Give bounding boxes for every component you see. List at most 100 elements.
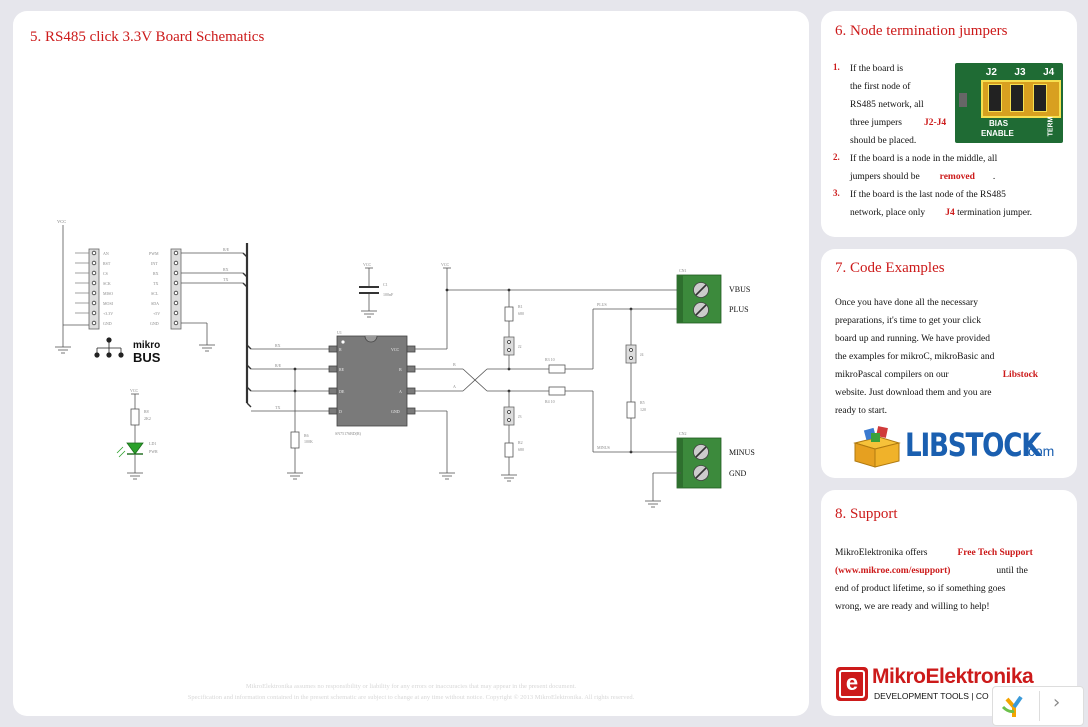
item1-line1: If the board is xyxy=(850,64,904,74)
section7-line1: Once you have done all the necessary xyxy=(835,298,978,308)
svg-text:DE: DE xyxy=(339,389,345,394)
svg-text:R4 10: R4 10 xyxy=(545,399,555,404)
svg-text:SCK: SCK xyxy=(103,281,111,286)
item3-line2: network, place only xyxy=(850,208,926,218)
item1-line5: should be placed. xyxy=(850,136,917,146)
svg-text:R/E: R/E xyxy=(223,247,230,252)
item3-j4-red: J4 xyxy=(945,208,955,218)
esupport-link[interactable]: (www.mikroe.com/esupport) xyxy=(835,566,951,576)
page-nav-widget[interactable]: › xyxy=(992,686,1084,726)
jumper-label-j3: J3 xyxy=(1014,67,1026,78)
mikroe-logo-text: MikroElektronika xyxy=(872,665,1034,688)
item1-text: If the board is the first node of RS485 … xyxy=(850,60,950,150)
section7-title: 7. Code Examples xyxy=(835,260,945,276)
footnote-line-2: Specification and information contained … xyxy=(187,694,635,701)
svg-text:+3.3V: +3.3V xyxy=(103,311,113,316)
item2-line2: jumpers should be xyxy=(850,172,920,182)
svg-text:CS: CS xyxy=(103,271,108,276)
svg-text:680: 680 xyxy=(518,311,524,316)
jumper-board-image: J2 J3 J4 BIAS ENABLE TERM xyxy=(955,63,1063,143)
item3-text: If the board is the last node of the RS4… xyxy=(850,186,1065,222)
svg-text:GND: GND xyxy=(150,321,159,326)
next-page-arrow[interactable]: › xyxy=(1053,692,1061,713)
libstock-logo-suffix: .com xyxy=(1024,443,1055,459)
svg-text:CN2: CN2 xyxy=(679,431,687,436)
item2-removed-red: removed xyxy=(939,172,975,182)
schematic-card: 5. RS485 click 3.3V Board Schematics VCC… xyxy=(13,11,809,716)
svg-text:SCL: SCL xyxy=(151,291,159,296)
svg-text:R/E: R/E xyxy=(275,363,282,368)
item1-line4: three jumpers xyxy=(850,118,902,128)
svg-text:PWR: PWR xyxy=(149,449,158,454)
svg-text:+5V: +5V xyxy=(153,311,160,316)
svg-text:R2: R2 xyxy=(518,440,523,445)
svg-text:TX: TX xyxy=(275,405,280,410)
mikroe-e-icon: e xyxy=(836,667,868,701)
section7-line5: mikroPascal compilers on our xyxy=(835,370,949,380)
mikrobus-logo-top: mikro xyxy=(133,340,160,351)
svg-text:PLUS: PLUS xyxy=(597,302,607,307)
item1-line2: the first node of xyxy=(850,82,911,92)
mikroe-logo-tagline: DEVELOPMENT TOOLS | CO xyxy=(874,691,989,701)
svg-text:U1: U1 xyxy=(337,330,342,335)
label-vbus: VBUS xyxy=(729,285,750,294)
libstock-logo[interactable]: LIBSTOCK .com xyxy=(849,425,1059,468)
libstock-link[interactable]: Libstock xyxy=(1002,370,1039,380)
mikrobus-logo-bottom: BUS xyxy=(133,350,161,365)
section8-title: 8. Support xyxy=(835,506,898,522)
svg-text:RX: RX xyxy=(223,267,229,272)
section8-line2: until the xyxy=(996,566,1028,576)
jumper-caption-term: TERM xyxy=(1047,116,1055,137)
svg-text:PWM: PWM xyxy=(149,251,159,256)
section6-title: 6. Node termination jumpers xyxy=(835,23,1008,39)
svg-text:A: A xyxy=(399,389,402,394)
item1-line3: RS485 network, all xyxy=(850,100,924,110)
screw-terminal-bottom: CN2 xyxy=(645,431,722,508)
svg-text:100nF: 100nF xyxy=(383,292,394,297)
svg-text:SDA: SDA xyxy=(151,301,159,306)
section7-line6: website. Just download them and you are xyxy=(835,388,992,398)
jumper-label-j2: J2 xyxy=(985,67,997,78)
svg-text:R5: R5 xyxy=(640,400,645,405)
viewer-logo-icon xyxy=(1001,695,1023,717)
screw-terminal-top: CN1 xyxy=(676,268,722,324)
item3-line1: If the board is the last node of the RS4… xyxy=(850,190,1006,200)
section7-line7: ready to start. xyxy=(835,406,887,416)
svg-text:VCC: VCC xyxy=(363,262,372,267)
svg-text:R8: R8 xyxy=(144,409,149,414)
svg-text:B: B xyxy=(399,367,402,372)
libstock-logo-text: LIBSTOCK xyxy=(905,426,1042,464)
svg-text:J4: J4 xyxy=(640,352,644,357)
svg-text:LD1: LD1 xyxy=(149,441,156,446)
section7-line2: preparations, it's time to get your clic… xyxy=(835,316,982,326)
svg-text:R: R xyxy=(339,347,342,352)
svg-text:R1: R1 xyxy=(518,304,523,309)
section7-text: Once you have done all the necessary pre… xyxy=(835,294,1054,420)
item3-line2-end: termination jumper. xyxy=(957,208,1032,218)
svg-text:INT: INT xyxy=(151,261,158,266)
svg-text:TX: TX xyxy=(223,277,228,282)
svg-text:SN75176BD(R): SN75176BD(R) xyxy=(335,431,362,436)
jumper-caption-enable: ENABLE xyxy=(981,129,1014,138)
power-led-circuit: VCC R8 2K2 LD1 PWR xyxy=(116,388,158,480)
section8-line4: wrong, we are ready and willing to help! xyxy=(835,602,990,612)
svg-text:VCC: VCC xyxy=(441,262,450,267)
svg-text:100K: 100K xyxy=(304,439,313,444)
svg-text:RX: RX xyxy=(275,343,281,348)
svg-text:GND: GND xyxy=(103,321,112,326)
svg-text:MINUS: MINUS xyxy=(597,445,610,450)
svg-text:2K2: 2K2 xyxy=(144,416,151,421)
item3-number: 3. xyxy=(833,188,840,198)
svg-text:TX: TX xyxy=(153,281,158,286)
svg-text:AN: AN xyxy=(103,251,109,256)
item2-text: If the board is a node in the middle, al… xyxy=(850,150,1065,186)
label-minus: MINUS xyxy=(729,448,755,457)
svg-text:680: 680 xyxy=(518,447,524,452)
item1-jumpers-red: J2-J4 xyxy=(923,118,947,128)
svg-text:VCC: VCC xyxy=(57,219,66,224)
